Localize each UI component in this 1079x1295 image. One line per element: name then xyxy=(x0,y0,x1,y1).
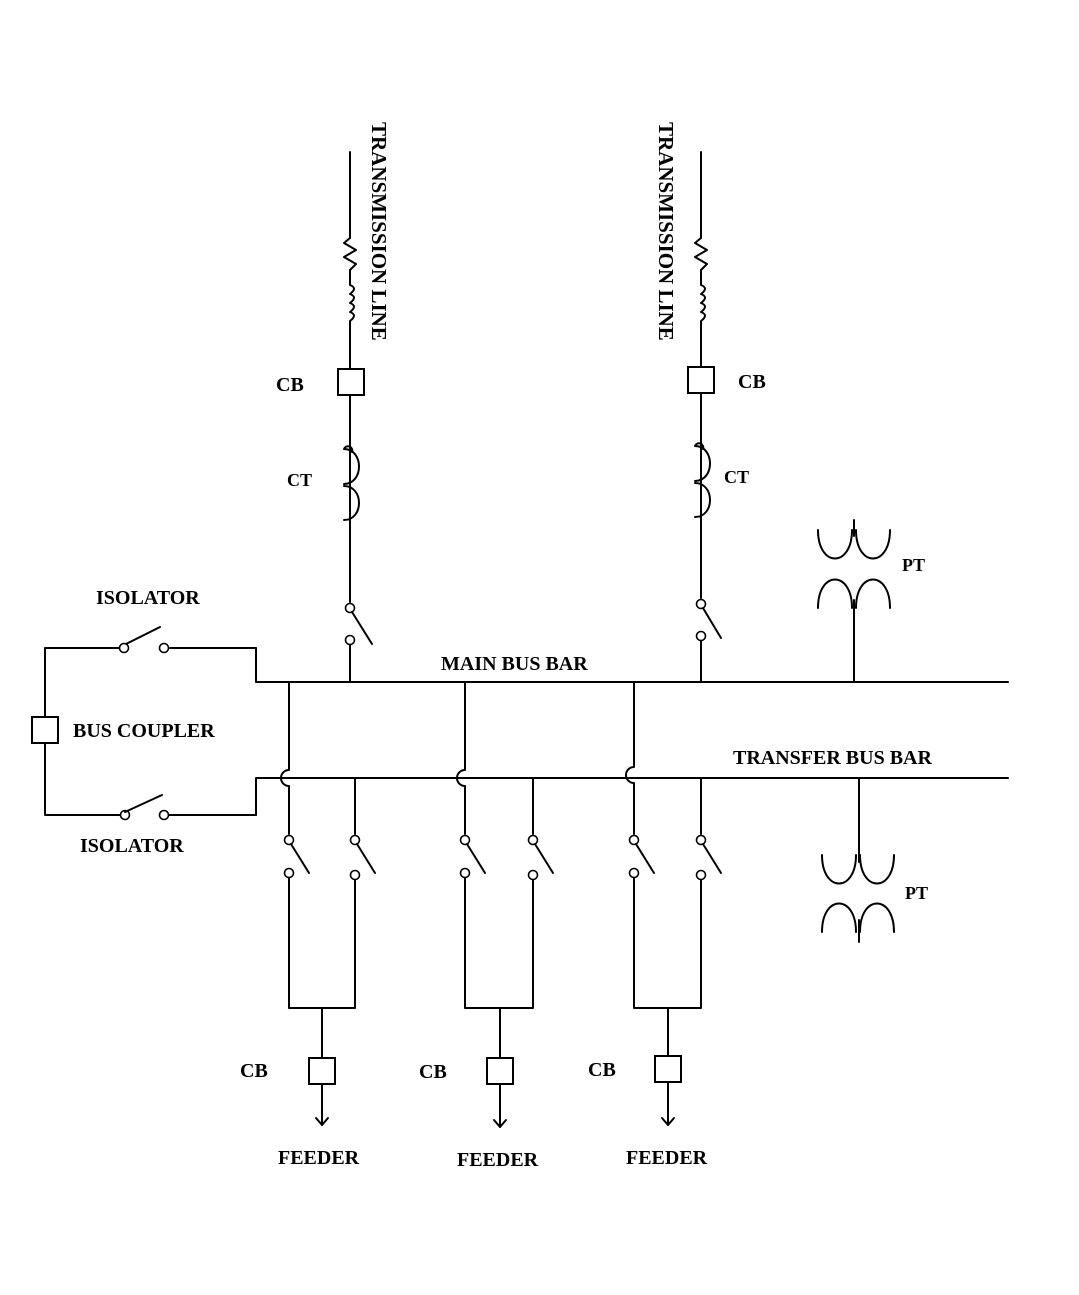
feeder-bay-1: CB FEEDER xyxy=(240,681,376,1169)
feeder3-cb-label: CB xyxy=(588,1059,616,1081)
feeder1-junction xyxy=(288,877,356,1009)
tl1-circuit-breaker xyxy=(337,368,365,396)
tl2-circuit-breaker xyxy=(687,366,715,394)
isolator-top-contact-left xyxy=(118,642,130,654)
feeder3-main-bus-drop xyxy=(625,681,635,835)
feeder1-main-bus-drop xyxy=(280,681,290,835)
feeder2-junction xyxy=(464,877,534,1009)
isolator-bottom-label: ISOLATOR xyxy=(80,835,184,857)
tl1-resistor xyxy=(343,237,357,271)
coupler-left-lower xyxy=(44,742,121,816)
feeder1-isolator-main-top xyxy=(283,834,295,846)
bus-coupler-breaker xyxy=(31,716,59,744)
isolator-bottom-contact-right xyxy=(158,809,170,821)
tl2-resistor xyxy=(694,237,708,271)
transfer-bus-bar xyxy=(255,777,1009,816)
pt-transfer-bus: PT xyxy=(821,777,928,943)
feeder3-isolator-main-blade xyxy=(635,843,655,874)
bus-coupler-label: BUS COUPLER xyxy=(73,720,215,742)
feeder3-isolator-transfer-top xyxy=(695,834,707,846)
feeder1-isolator-main-bottom xyxy=(283,867,295,879)
bus-coupler-section: ISOLATOR BUS COUPLER ISOLATOR xyxy=(31,587,257,857)
transmission-line-1-bay: TRANSMISSION LINE CB CT xyxy=(276,122,391,683)
tl2-cb-label: CB xyxy=(738,371,766,393)
isolator-top-contact-right xyxy=(158,642,170,654)
transfer-bus-bar-label: TRANSFER BUS BAR xyxy=(733,747,932,769)
tl2-inductor xyxy=(700,269,706,367)
feeder2-isolator-main-bottom xyxy=(459,867,471,879)
feeder-bay-2: CB FEEDER xyxy=(419,681,554,1171)
feeder1-isolator-transfer-blade xyxy=(356,843,376,874)
pt-main-label: PT xyxy=(902,555,925,575)
feeder2-isolator-main-top xyxy=(459,834,471,846)
main-bus-bar xyxy=(255,647,1009,683)
tl1-isolator-blade xyxy=(351,611,373,645)
feeder3-isolator-main-bottom xyxy=(628,867,640,879)
feeder2-isolator-transfer-blade xyxy=(534,843,554,874)
feeder2-isolator-transfer-top xyxy=(527,834,539,846)
tl1-isolator-contact-top xyxy=(344,602,356,614)
feeder3-circuit-breaker xyxy=(654,1055,682,1083)
pt-main-bus: PT xyxy=(817,519,925,683)
tl1-cb-label: CB xyxy=(276,374,304,396)
isolator-top-blade xyxy=(123,626,161,646)
feeder2-circuit-breaker xyxy=(486,1057,514,1085)
pt-main-winding-bottom xyxy=(817,578,891,609)
feeder3-isolator-transfer-blade xyxy=(702,843,722,874)
coupler-left-upper xyxy=(44,647,120,718)
tl1-ct-label: CT xyxy=(287,470,312,490)
feeder1-isolator-main-blade xyxy=(290,843,310,874)
feeder3-isolator-transfer-bottom xyxy=(695,869,707,881)
feeder1-isolator-transfer-top xyxy=(349,834,361,846)
feeder1-label: FEEDER xyxy=(278,1147,360,1169)
feeder2-label: FEEDER xyxy=(457,1149,539,1171)
feeder1-isolator-transfer-bottom xyxy=(349,869,361,881)
feeder3-label: FEEDER xyxy=(626,1147,708,1169)
tl2-current-transformer xyxy=(694,441,711,520)
feeder3-isolator-main-top xyxy=(628,834,640,846)
feeder1-arrow xyxy=(315,1117,329,1126)
feeder2-main-bus-drop xyxy=(456,681,466,835)
main-bus-bar-label: MAIN BUS BAR xyxy=(441,653,588,675)
isolator-bottom-contact-left xyxy=(119,809,131,821)
tl2-ct-label: CT xyxy=(724,467,749,487)
tl1-current-transformer xyxy=(343,444,360,523)
feeder2-isolator-transfer-bottom xyxy=(527,869,539,881)
feeder-bay-3: CB FEEDER xyxy=(588,681,722,1169)
transmission-line-2-bay: TRANSMISSION LINE CB CT xyxy=(654,122,766,683)
feeder1-cb-label: CB xyxy=(240,1060,268,1082)
feeder3-junction xyxy=(633,877,702,1009)
feeder3-arrow xyxy=(661,1117,675,1126)
pt-transfer-winding-bottom xyxy=(821,902,895,933)
isolator-bottom-blade xyxy=(124,794,163,813)
isolator-top-label: ISOLATOR xyxy=(96,587,200,609)
feeder2-cb-label: CB xyxy=(419,1061,447,1083)
tl2-isolator-contact-top xyxy=(695,598,707,610)
tl1-label: TRANSMISSION LINE xyxy=(367,122,391,341)
tl2-isolator-blade xyxy=(702,607,722,639)
pt-main-winding-top xyxy=(817,529,891,560)
tl1-inductor xyxy=(349,269,355,369)
tl2-label: TRANSMISSION LINE xyxy=(654,122,678,341)
tl1-isolator-contact-bottom xyxy=(344,634,356,646)
feeder1-circuit-breaker xyxy=(308,1057,336,1085)
pt-transfer-winding-top xyxy=(821,854,895,885)
feeder2-isolator-main-blade xyxy=(466,843,486,874)
feeder2-arrow xyxy=(493,1119,507,1128)
tl2-isolator-contact-bottom xyxy=(695,630,707,642)
pt-transfer-label: PT xyxy=(905,883,928,903)
